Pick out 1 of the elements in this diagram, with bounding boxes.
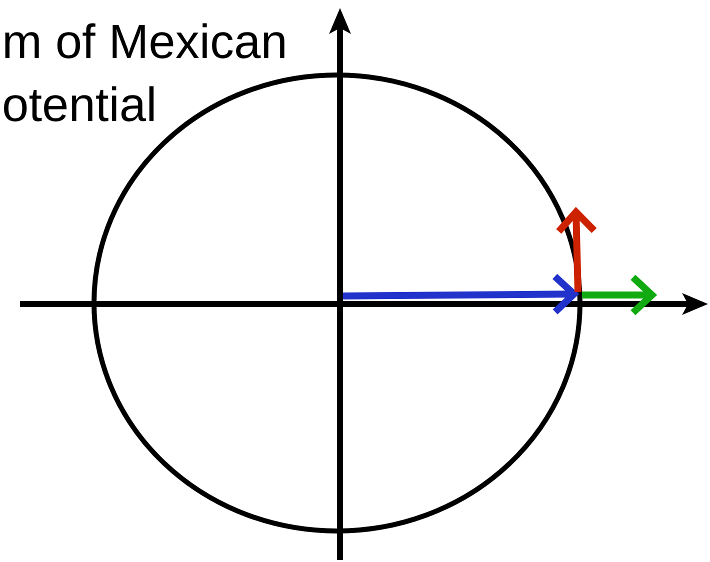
title-text: m of Mexican otential [2,15,288,134]
